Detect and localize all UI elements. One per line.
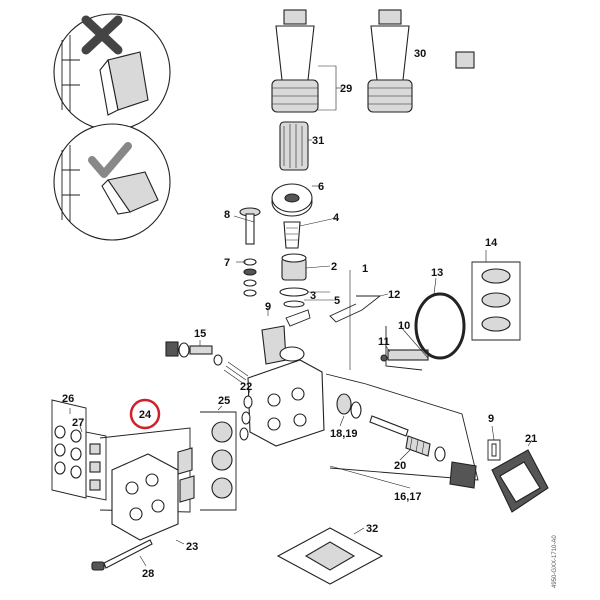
washer-11 [380, 354, 388, 362]
callout-9-upper: 9 [265, 301, 271, 313]
callout-32: 32 [366, 523, 378, 535]
clip-12 [329, 295, 382, 323]
callout-4: 4 [333, 212, 340, 224]
callout-18-19: 18,19 [330, 428, 358, 440]
callout-1: 1 [362, 263, 368, 275]
callout-22: 22 [240, 381, 252, 393]
callout-20: 20 [394, 460, 406, 472]
valve-parts-8-7 [239, 207, 261, 297]
callout-28: 28 [142, 568, 154, 580]
correct-check-icon [88, 142, 132, 178]
callout-9-lower: 9 [488, 413, 494, 425]
incorrect-cross-icon [81, 15, 123, 55]
pump-housing [247, 325, 325, 447]
callout-8: 8 [224, 209, 230, 221]
bypass-bolt-15 [165, 341, 249, 385]
callout-10: 10 [398, 320, 410, 332]
callout-5: 5 [334, 295, 340, 307]
detail-circle-incorrect [53, 13, 171, 131]
callout-labels: 29 30 31 6 4 8 7 2 1 3 5 9 12 10 11 13 1… [62, 48, 537, 580]
leader-lines [69, 87, 533, 567]
callout-15: 15 [194, 328, 206, 340]
callout-27: 27 [72, 417, 84, 429]
filter-insert-31 [279, 121, 309, 171]
gasket-32 [276, 527, 384, 585]
bolt-28 [91, 539, 153, 571]
callout-29: 29 [340, 83, 352, 95]
callout-24: 24 [139, 409, 152, 421]
injector-21 [491, 449, 549, 513]
packing-kit-14 [471, 261, 521, 341]
seal-kit-27 [85, 431, 107, 501]
callout-23: 23 [186, 541, 198, 553]
valve-stack [279, 221, 309, 308]
callout-6: 6 [318, 181, 324, 193]
callout-31: 31 [312, 135, 324, 147]
callout-21: 21 [525, 433, 537, 445]
callout-3: 3 [310, 290, 316, 302]
callout-16-17: 16,17 [394, 491, 422, 503]
callout-26: 26 [62, 393, 74, 405]
ring-6 [271, 183, 313, 217]
unloader-assembly [325, 373, 479, 489]
clip-9-lower [487, 439, 501, 461]
seal-kit-25 [200, 411, 237, 511]
clip-9-upper [285, 309, 311, 327]
callout-24-highlight: 24 [129, 398, 161, 430]
filter-cartridge-29 [271, 9, 319, 113]
manifold-23 [111, 453, 179, 541]
detail-circle-correct [53, 123, 171, 241]
callout-12: 12 [388, 289, 400, 301]
callout-13: 13 [431, 267, 443, 279]
callout-14: 14 [485, 237, 498, 249]
callout-7: 7 [224, 257, 230, 269]
callout-11: 11 [378, 336, 390, 348]
callout-2: 2 [331, 261, 337, 273]
callout-30: 30 [414, 48, 426, 60]
o-ring-13 [414, 292, 466, 360]
filter-cartridge-30 [367, 9, 413, 113]
callout-25: 25 [218, 395, 230, 407]
o-rings-22 [239, 395, 253, 441]
figure-code: 4950-GXX-1710-A0 [552, 535, 558, 588]
seal-kit-26 [51, 399, 87, 499]
